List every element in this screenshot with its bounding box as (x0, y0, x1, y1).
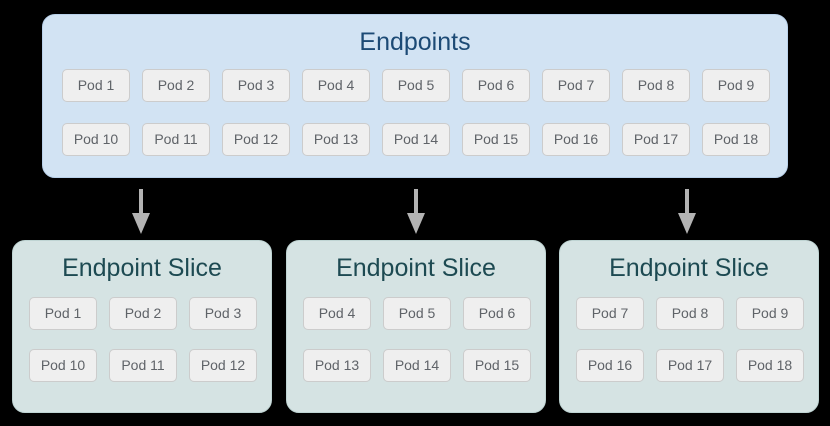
slice-3-pod-grid: Pod 7 Pod 8 Pod 9 Pod 16 Pod 17 Pod 18 (560, 297, 818, 382)
pod-box: Pod 5 (383, 297, 451, 330)
pod-box: Pod 16 (576, 349, 644, 382)
pod-box: Pod 3 (189, 297, 257, 330)
pod-box: Pod 2 (109, 297, 177, 330)
pod-box: Pod 2 (142, 69, 210, 102)
pod-box: Pod 12 (222, 123, 290, 156)
endpoints-pod-grid: Pod 1 Pod 2 Pod 3 Pod 4 Pod 5 Pod 6 Pod 7 Pod 8… (43, 69, 787, 156)
pod-box: Pod 1 (29, 297, 97, 330)
pod-box: Pod 17 (622, 123, 690, 156)
pod-box: Pod 7 (542, 69, 610, 102)
pod-box: Pod 5 (382, 69, 450, 102)
pod-box: Pod 15 (463, 349, 531, 382)
down-arrow-icon (407, 189, 425, 234)
pod-box: Pod 12 (189, 349, 257, 382)
pod-box: Pod 14 (383, 349, 451, 382)
pod-box: Pod 4 (303, 297, 371, 330)
pod-box: Pod 10 (29, 349, 97, 382)
pod-box: Pod 11 (109, 349, 177, 382)
down-arrow-icon (132, 189, 150, 234)
pod-box: Pod 17 (656, 349, 724, 382)
endpoint-slice-title: Endpoint Slice (609, 254, 769, 282)
pod-box: Pod 3 (222, 69, 290, 102)
pod-box: Pod 8 (622, 69, 690, 102)
slice-1-pod-grid: Pod 1 Pod 2 Pod 3 Pod 10 Pod 11 Pod 12 (13, 297, 271, 382)
pod-box: Pod 7 (576, 297, 644, 330)
pod-box: Pod 11 (142, 123, 210, 156)
endpoint-slice-title: Endpoint Slice (336, 254, 496, 282)
pod-box: Pod 15 (462, 123, 530, 156)
pod-box: Pod 1 (62, 69, 130, 102)
pod-box: Pod 6 (463, 297, 531, 330)
down-arrow-icon (678, 189, 696, 234)
pod-box: Pod 9 (736, 297, 804, 330)
pod-box: Pod 13 (303, 349, 371, 382)
pod-box: Pod 18 (736, 349, 804, 382)
pod-box: Pod 14 (382, 123, 450, 156)
pod-box: Pod 13 (302, 123, 370, 156)
endpoint-slice-title: Endpoint Slice (62, 254, 222, 282)
pod-box: Pod 4 (302, 69, 370, 102)
endpoints-title: Endpoints (359, 28, 471, 56)
pod-box: Pod 8 (656, 297, 724, 330)
pod-box: Pod 10 (62, 123, 130, 156)
slice-2-pod-grid: Pod 4 Pod 5 Pod 6 Pod 13 Pod 14 Pod 15 (287, 297, 545, 382)
pod-box: Pod 18 (702, 123, 770, 156)
pod-box: Pod 6 (462, 69, 530, 102)
pod-box: Pod 9 (702, 69, 770, 102)
endpoints-box: Endpoints Pod 1 Pod 2 Pod 3 Pod 4 Pod 5 Pod 6… (42, 14, 788, 178)
pod-box: Pod 16 (542, 123, 610, 156)
